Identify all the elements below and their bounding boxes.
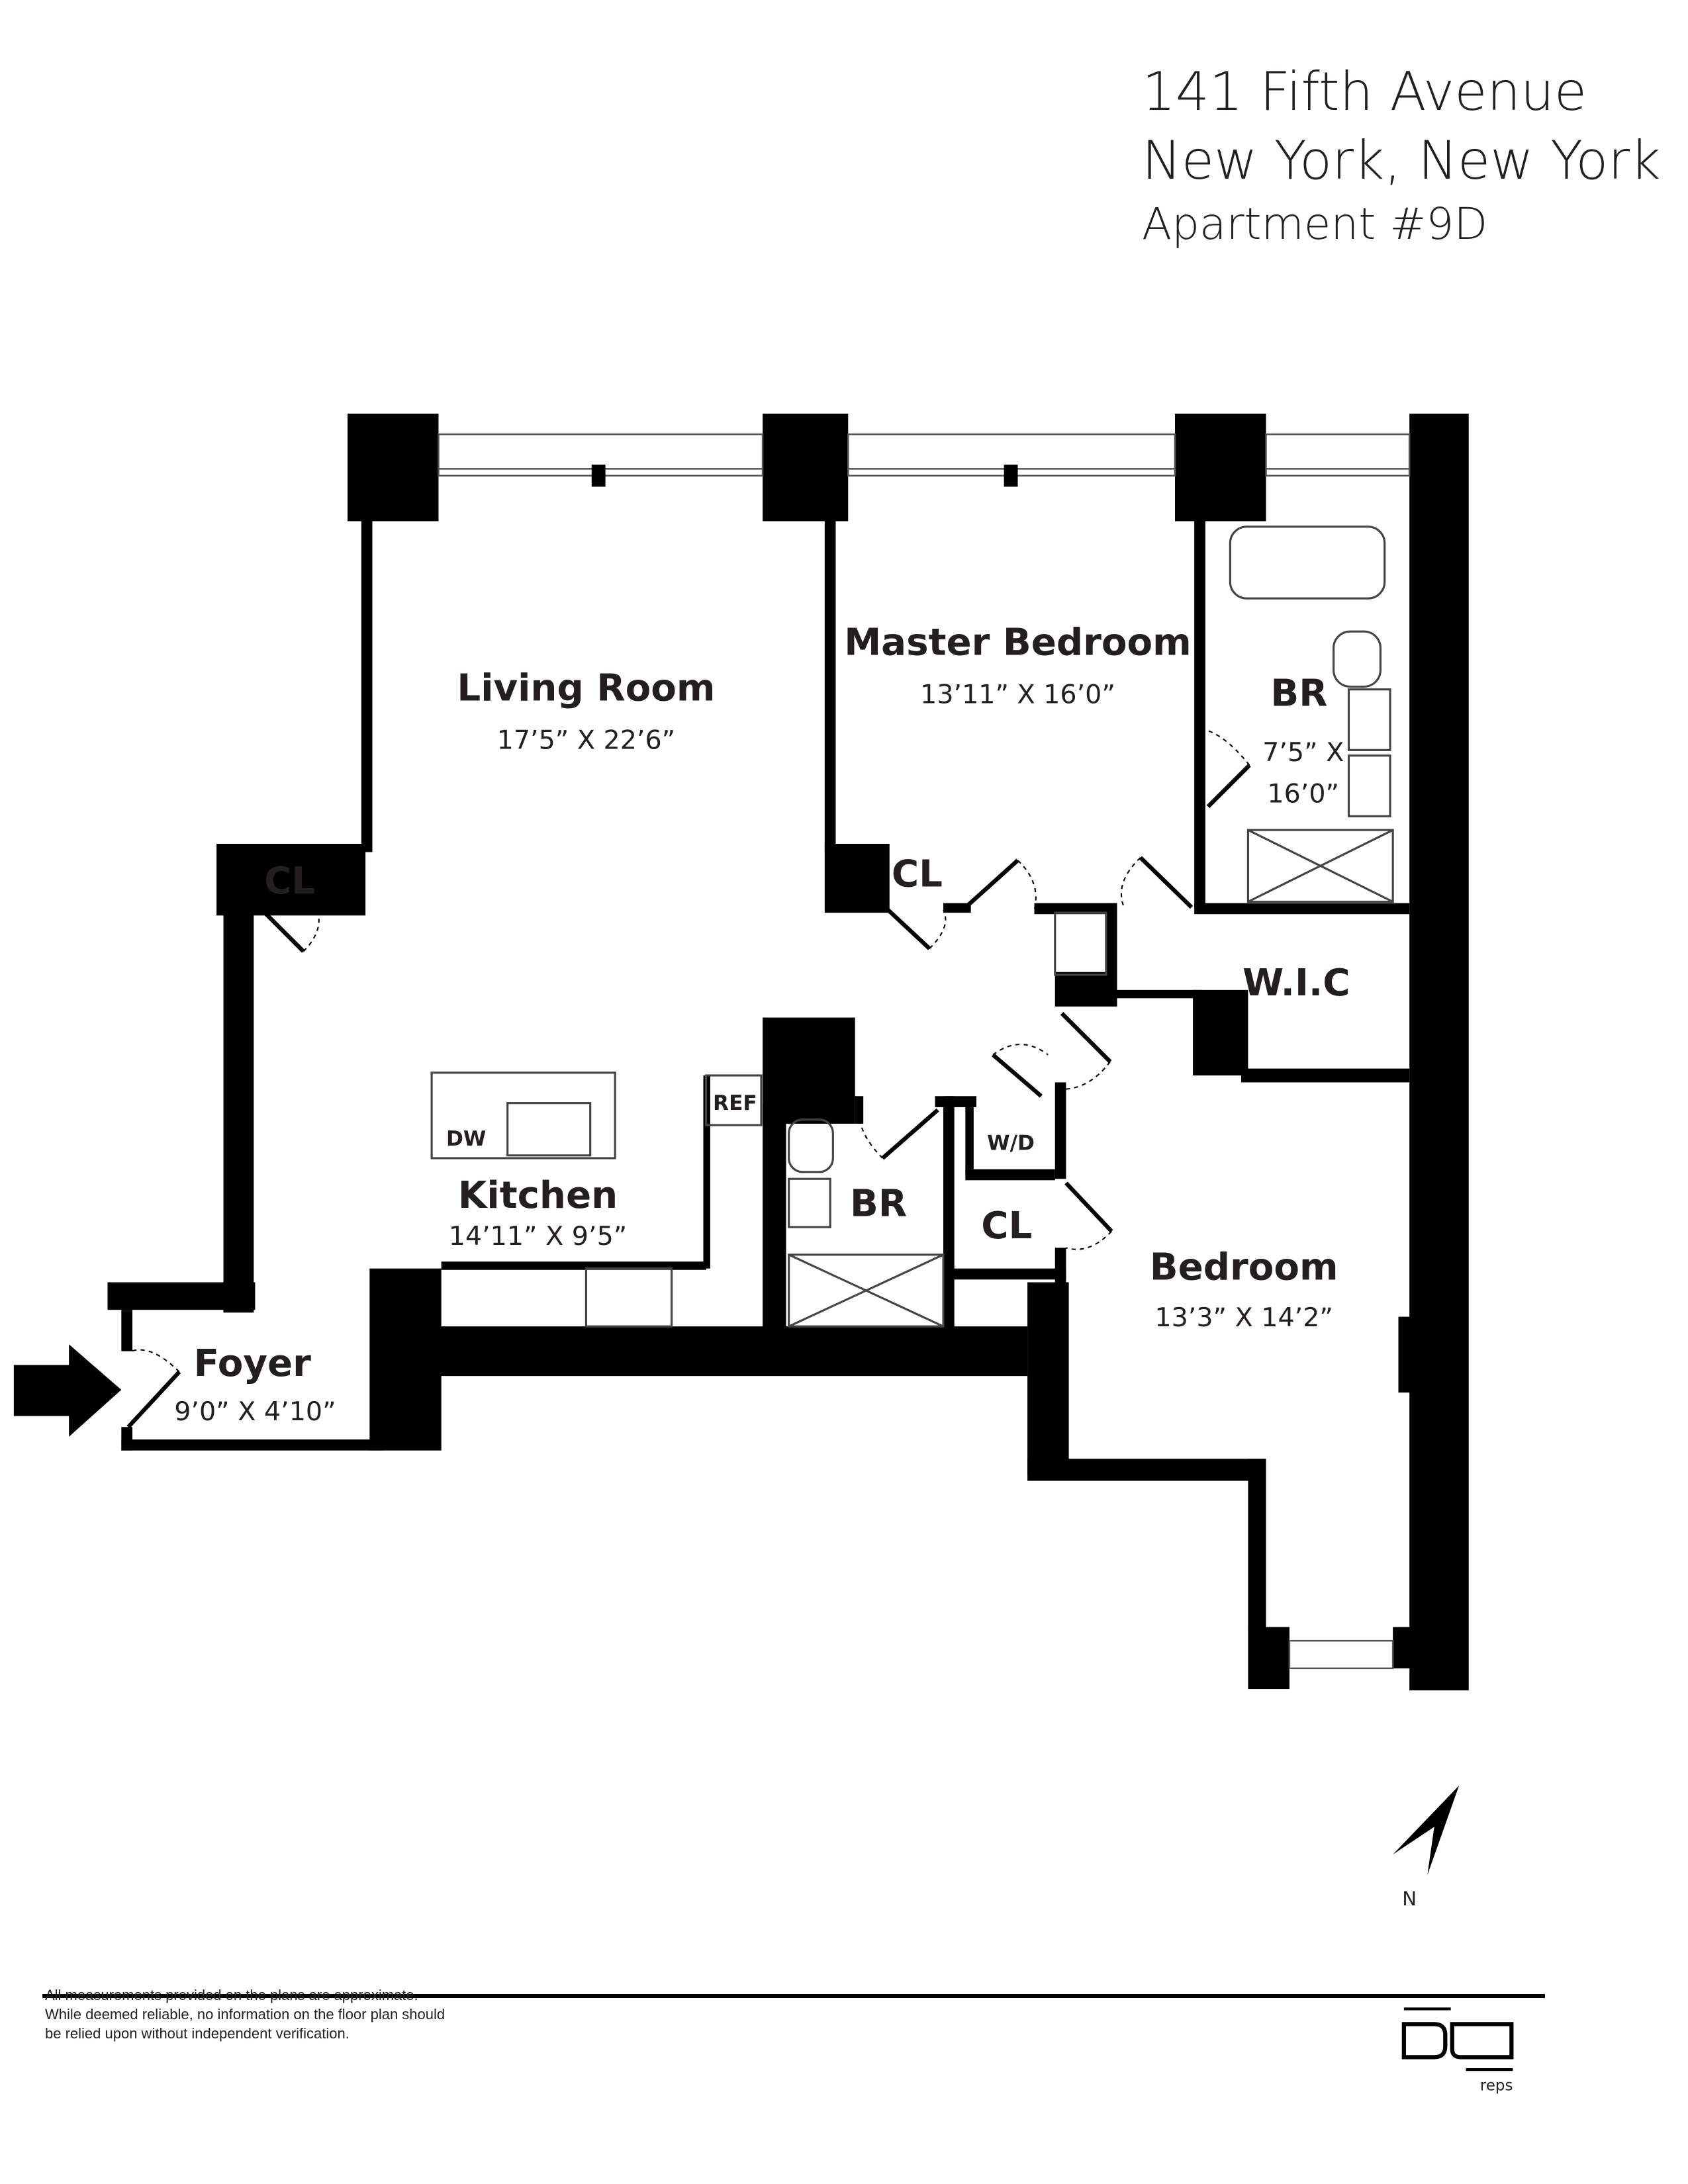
company-logo: reps — [1401, 2007, 1514, 2094]
compass-label: N — [1402, 1888, 1417, 1910]
closet-living-label: CL — [264, 860, 315, 903]
disclaimer: All measurements provided on the plans a… — [45, 1987, 445, 2042]
city-line: New York, New York — [1142, 130, 1661, 191]
fixtures — [430, 525, 1394, 1328]
kitchen-name: Kitchen — [458, 1174, 618, 1217]
address-line: 141 Fifth Avenue — [1142, 61, 1587, 122]
compass-arrow-icon — [1393, 1785, 1460, 1876]
bedroom-dims: 13’3” X 14’2” — [1154, 1302, 1333, 1333]
living-room-name: Living Room — [457, 666, 715, 709]
walls — [107, 414, 1469, 1691]
master-bath-dims-2: 16’0” — [1267, 779, 1339, 809]
closet-master-label: CL — [892, 853, 943, 896]
kitchen-dims: 14’11” X 9’5” — [449, 1221, 628, 1251]
washer-dryer-label: W/D — [987, 1132, 1035, 1156]
foyer-dims: 9’0” X 4’10” — [174, 1396, 336, 1427]
window-mullions — [591, 465, 1018, 487]
living-room-dims: 17’5” X 22’6” — [497, 725, 676, 755]
svg-text:reps: reps — [1480, 2077, 1513, 2094]
dishwasher-label: DW — [446, 1127, 486, 1151]
doors — [126, 764, 1251, 1429]
door-swings — [130, 730, 1250, 1373]
entry-arrow-icon — [13, 1344, 122, 1437]
master-bedroom-name: Master Bedroom — [844, 621, 1192, 664]
footer-divider — [42, 1994, 1545, 1998]
foyer-name: Foyer — [194, 1342, 312, 1385]
wic-label: W.I.C — [1243, 962, 1350, 1005]
master-bath-dims-1: 7’5” X — [1262, 737, 1344, 768]
bath2-name: BR — [850, 1182, 907, 1225]
bedroom-name: Bedroom — [1150, 1246, 1338, 1289]
master-bedroom-dims: 13’11” X 16’0” — [920, 680, 1115, 710]
master-bath-name: BR — [1270, 672, 1327, 715]
closet-hall-label: CL — [981, 1205, 1032, 1248]
unit-line: Apartment #9D — [1142, 199, 1488, 250]
refrigerator-label: REF — [713, 1091, 757, 1115]
